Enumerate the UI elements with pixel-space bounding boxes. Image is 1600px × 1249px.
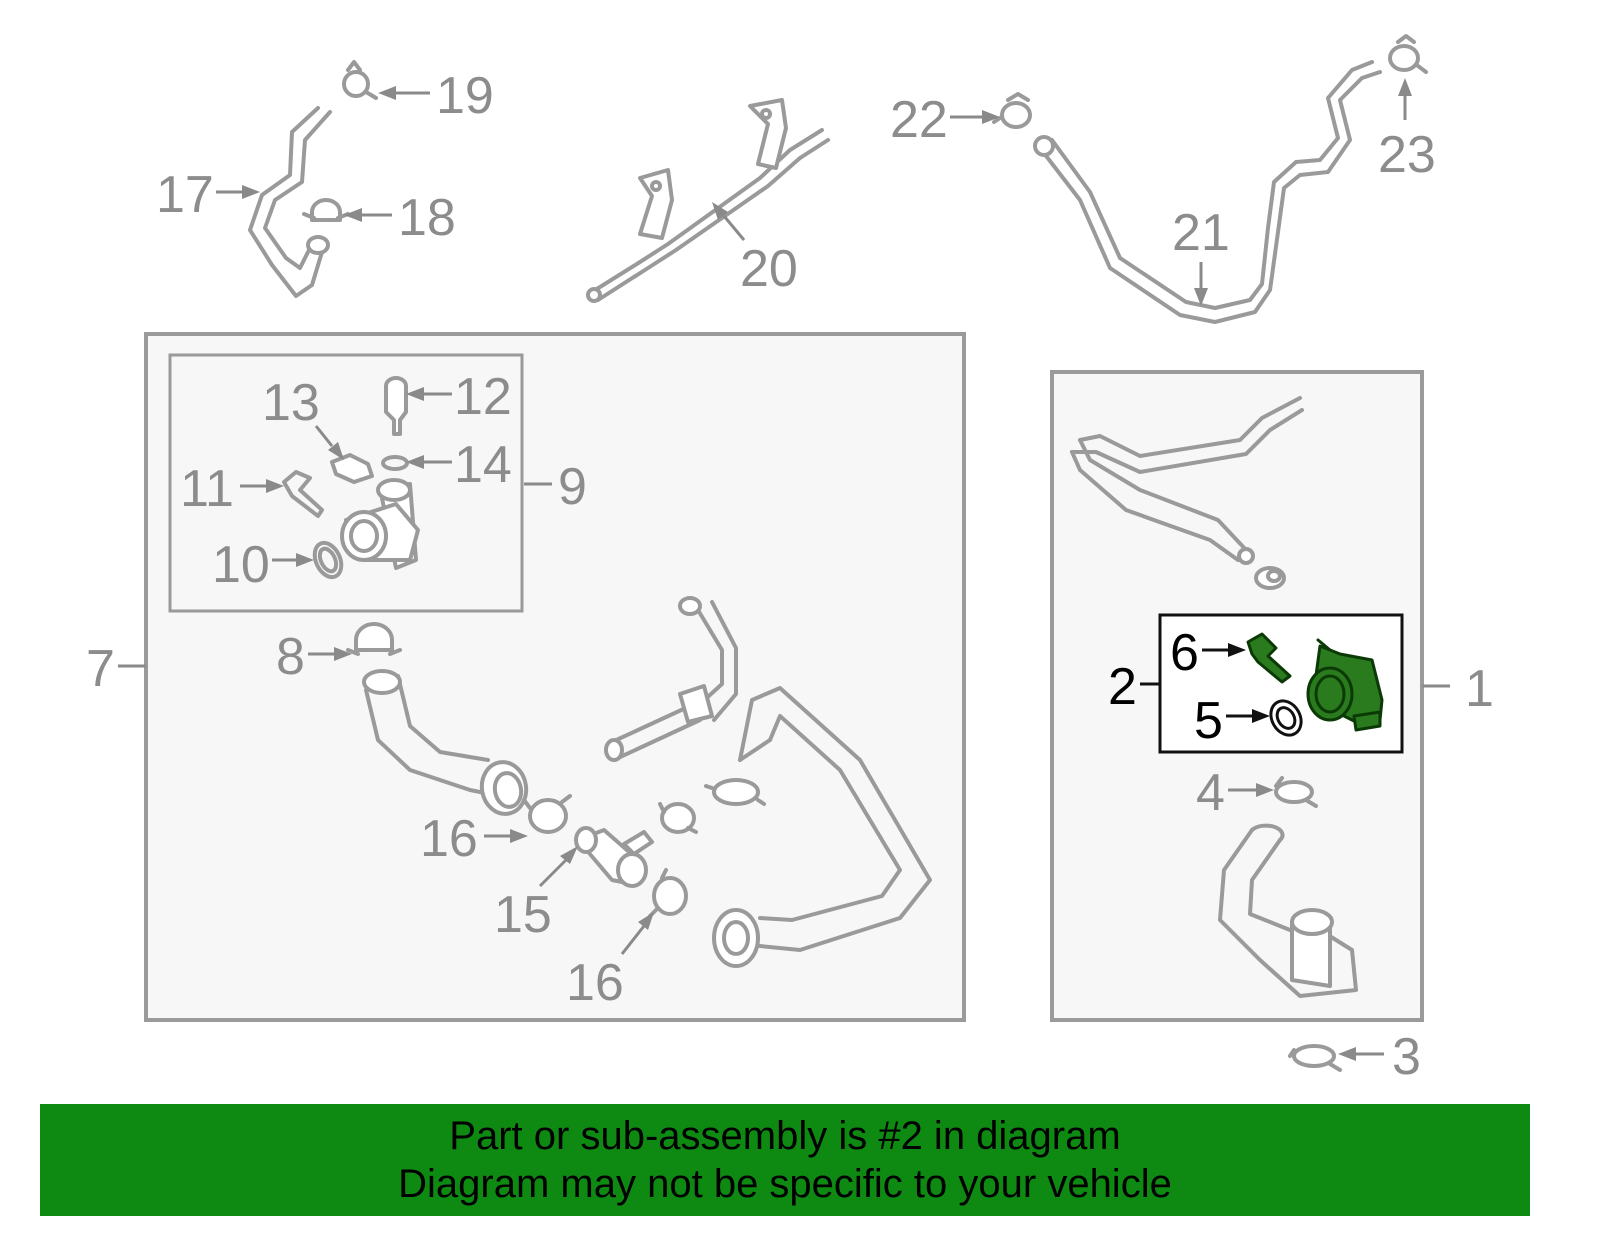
callout-17: 17 [156, 166, 214, 224]
callout-8: 8 [276, 628, 305, 686]
tee-fitting-15 [574, 826, 654, 888]
hose-21 [1033, 60, 1382, 324]
hose-upper-right [1070, 396, 1304, 565]
clamp-3 [1288, 1044, 1342, 1072]
banner-line-1: Part or sub-assembly is #2 in diagram [449, 1114, 1121, 1158]
clamp-22 [992, 92, 1032, 129]
callout-19: 19 [436, 67, 494, 125]
oring-10 [312, 540, 344, 580]
callout-7: 7 [86, 640, 115, 698]
callout-labels: 1 2 3 4 5 6 7 8 9 10 11 12 13 14 15 16 1… [86, 67, 1494, 1086]
callout-21: 21 [1172, 204, 1230, 262]
callout-22: 22 [890, 91, 948, 149]
callout-18: 18 [398, 189, 456, 247]
callout-6: 6 [1170, 624, 1199, 682]
callout-15: 15 [494, 886, 552, 944]
info-banner: Part or sub-assembly is #2 in diagram Di… [40, 1104, 1530, 1216]
callout-20: 20 [740, 240, 798, 298]
callout-4: 4 [1196, 764, 1225, 822]
gasket-13 [330, 453, 374, 484]
clip-6 [1246, 632, 1292, 684]
callout-14: 14 [454, 436, 512, 494]
callout-16-upper: 16 [420, 810, 478, 868]
sensor-12 [384, 376, 408, 436]
clamp-mid-2 [704, 778, 766, 806]
cap-small [1254, 566, 1286, 590]
hose-lower-right [1218, 823, 1358, 998]
hose-17 [248, 106, 332, 298]
callout-12: 12 [454, 368, 512, 426]
callout-23: 23 [1378, 126, 1436, 184]
callout-2: 2 [1108, 658, 1137, 716]
callout-10: 10 [212, 536, 270, 594]
assembly-9-frame [168, 353, 524, 613]
thermostat-housing-9 [340, 478, 420, 570]
callout-5: 5 [1194, 692, 1223, 750]
clamp-4 [1274, 776, 1318, 808]
hose-large [712, 686, 932, 968]
callout-13: 13 [262, 374, 320, 432]
pipe-bend [604, 596, 738, 762]
clamp-mid-1 [658, 802, 698, 834]
callout-1: 1 [1465, 660, 1494, 718]
clamp-18 [302, 198, 350, 222]
callout-9: 9 [558, 458, 587, 516]
pipe-20 [586, 98, 830, 303]
clamp-16-upper [522, 794, 572, 834]
callout-16-lower: 16 [566, 954, 624, 1012]
banner-line-2: Diagram may not be specific to your vehi… [398, 1162, 1172, 1206]
clip-11 [282, 470, 324, 518]
oring-14 [381, 455, 409, 471]
callout-11: 11 [180, 460, 234, 518]
clamp-19 [342, 60, 378, 100]
coolant-outlet-2[interactable] [1306, 638, 1384, 732]
callout-3: 3 [1392, 1028, 1421, 1086]
leader-lines [118, 78, 1450, 1061]
hose-lower-left [362, 669, 529, 816]
oring-5 [1269, 699, 1303, 737]
clamp-23 [1388, 34, 1428, 74]
clamp-8 [346, 622, 402, 656]
